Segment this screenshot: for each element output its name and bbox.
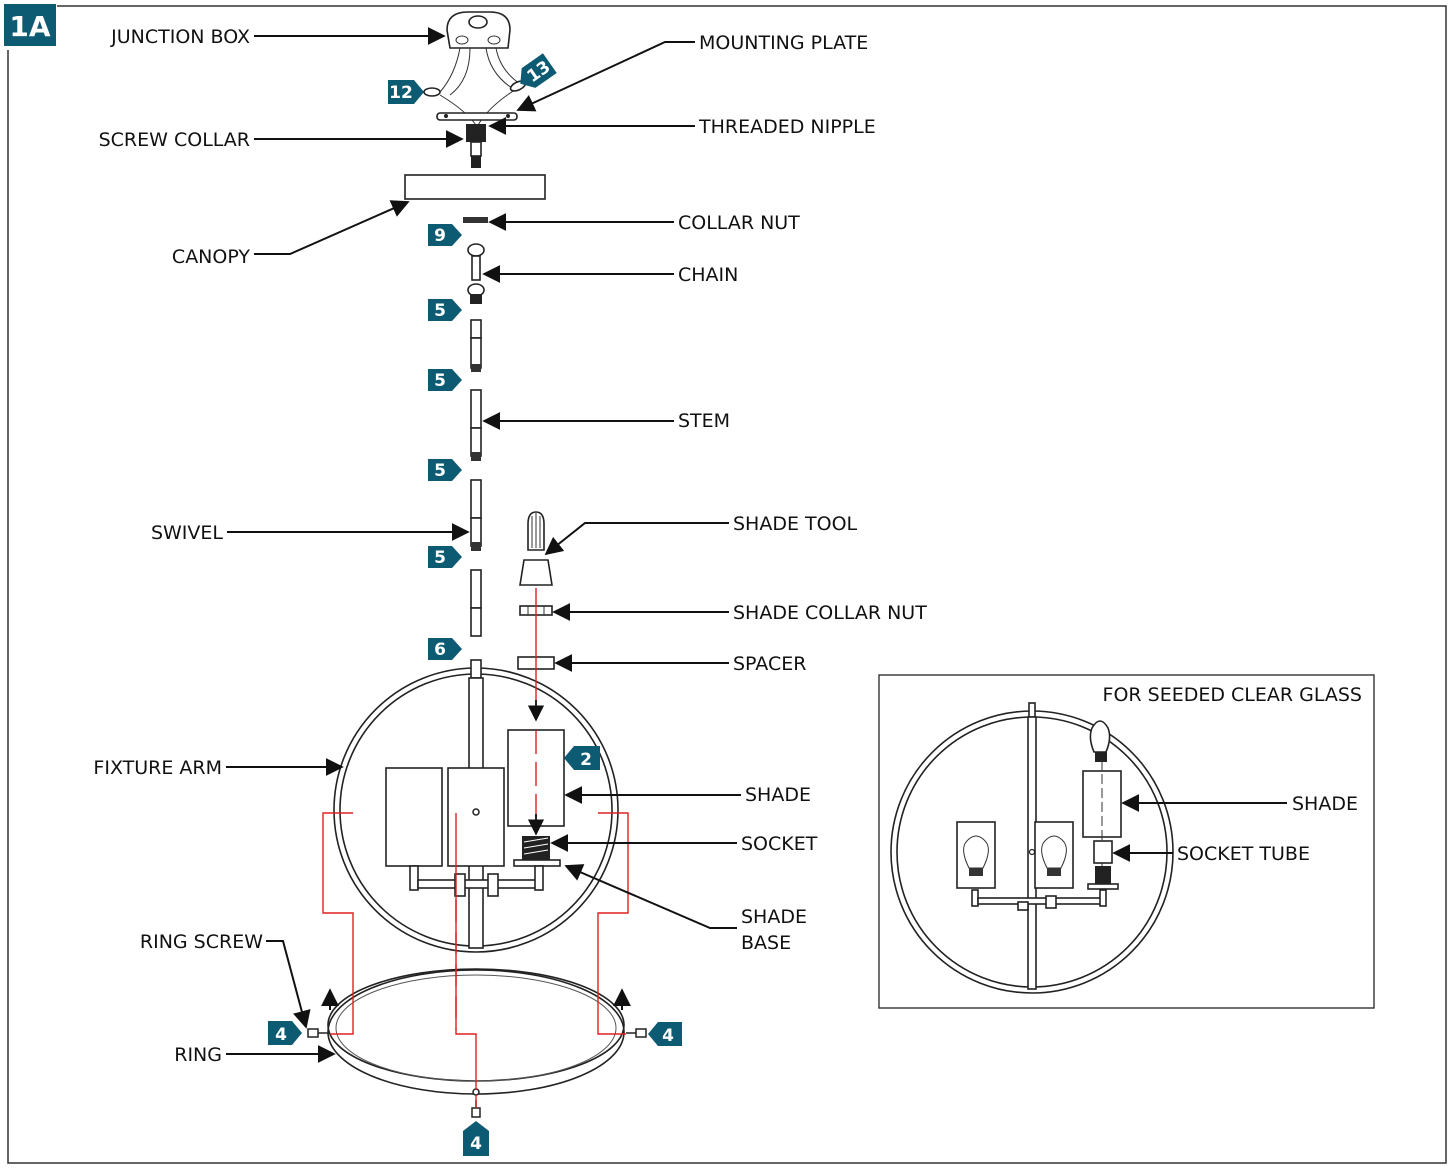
label-shade-base-line2: BASE [741, 932, 791, 954]
svg-text:5: 5 [434, 301, 446, 321]
socket [513, 836, 561, 867]
stem-segment-3 [470, 479, 482, 551]
step-badge-4-bottom: 4 [463, 1121, 489, 1156]
stem-segment-2 [470, 389, 482, 461]
label-shade-tool: SHADE TOOL [733, 513, 858, 535]
svg-text:4: 4 [470, 1134, 482, 1154]
screw-collar [466, 124, 486, 168]
label-swivel: SWIVEL [151, 522, 223, 544]
stem-segment-1 [470, 319, 482, 372]
label-junction-box: JUNCTION BOX [110, 26, 250, 48]
inset-bulb-top [1089, 720, 1111, 762]
label-chain: CHAIN [678, 264, 738, 286]
inset-shade-left [956, 821, 996, 889]
inset-label-socket-tube: SOCKET TUBE [1177, 843, 1310, 865]
canopy [404, 174, 546, 200]
label-collar-nut: COLLAR NUT [678, 212, 800, 234]
svg-text:4: 4 [662, 1026, 674, 1046]
inset-shade-middle [1034, 821, 1074, 889]
mounting-plate [436, 112, 518, 121]
junction-box [446, 11, 511, 49]
label-stem: STEM [678, 410, 730, 432]
step-badge-12: 12 [388, 80, 424, 104]
shades-left [385, 767, 505, 867]
inset-socket-tube [1093, 840, 1113, 864]
label-shade-base-line1: SHADE [741, 906, 807, 928]
label-screw-collar: SCREW COLLAR [99, 129, 250, 151]
svg-text:2: 2 [580, 750, 592, 770]
svg-text:6: 6 [434, 640, 446, 660]
label-threaded-nipple: THREADED NIPPLE [698, 116, 876, 138]
inset-label-shade: SHADE [1292, 793, 1358, 815]
label-shade-collar-nut: SHADE COLLAR NUT [733, 602, 927, 624]
label-fixture-arm: FIXTURE ARM [93, 757, 222, 779]
step-badge-5-b: 5 [428, 369, 462, 391]
label-mounting-plate: MOUNTING PLATE [699, 32, 868, 54]
step-badge-13: 13 [520, 53, 557, 88]
shade-tool [519, 511, 553, 586]
inset-fixture-arms [971, 848, 1107, 911]
step-badge-9: 9 [428, 224, 462, 246]
step-badge-4-right: 4 [648, 1022, 682, 1046]
label-ring: RING [174, 1044, 222, 1066]
collar-nut [463, 217, 488, 223]
ring-screw-right [626, 1028, 647, 1038]
fixture-arms [409, 808, 544, 897]
step-badge-4-left: 4 [268, 1021, 302, 1045]
frame-border [7, 5, 1447, 1164]
inset-panel: FOR SEEDED CLEAR GLASS [878, 674, 1375, 1009]
svg-text:5: 5 [434, 548, 446, 568]
step-badge-5-a: 5 [428, 299, 462, 321]
label-socket: SOCKET [741, 833, 818, 855]
label-canopy: CANOPY [172, 246, 250, 268]
red-guide-lines [322, 588, 629, 1108]
step-badge-5-d: 5 [428, 546, 462, 568]
step-badge-2: 2 [564, 746, 600, 770]
chain [467, 243, 485, 304]
svg-text:5: 5 [434, 371, 446, 391]
label-spacer: SPACER [733, 653, 806, 675]
svg-text:12: 12 [389, 83, 413, 103]
figure-label: 1A [4, 4, 56, 46]
inset-title: FOR SEEDED CLEAR GLASS [1103, 684, 1362, 706]
label-shade: SHADE [745, 784, 811, 806]
step-badge-5-c: 5 [428, 459, 462, 481]
step-badge-6: 6 [428, 638, 462, 660]
svg-text:1A: 1A [9, 10, 50, 43]
svg-text:5: 5 [434, 461, 446, 481]
leader-lines [226, 27, 741, 1063]
label-ring-screw: RING SCREW [140, 931, 263, 953]
ring-screw-left [307, 1028, 328, 1038]
stem-segment-4 [470, 569, 482, 637]
svg-text:9: 9 [434, 226, 446, 246]
svg-text:4: 4 [275, 1025, 287, 1045]
